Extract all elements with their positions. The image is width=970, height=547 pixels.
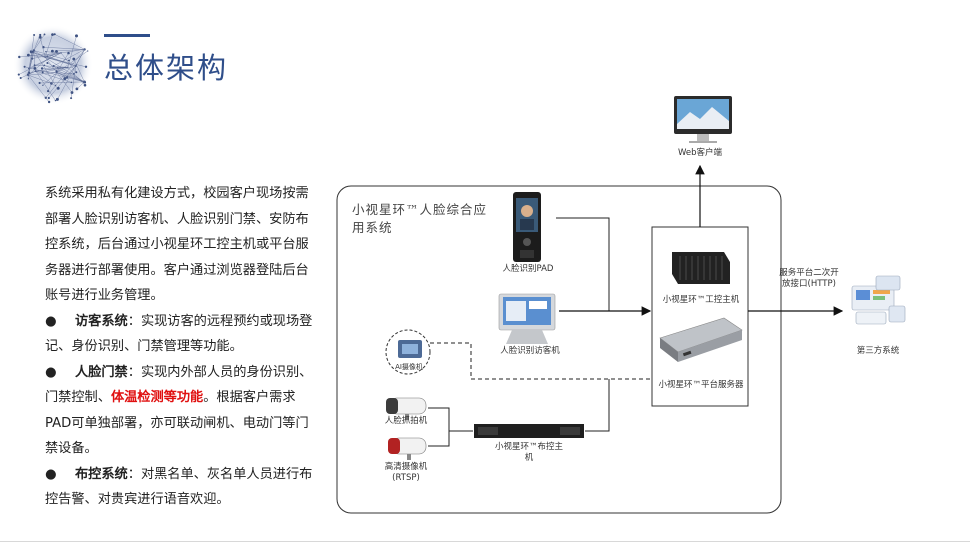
system-boundary — [336, 185, 782, 514]
visitor-machine-label: 人脸识别访客机 — [500, 346, 560, 356]
platform-server-icon — [659, 317, 743, 362]
bullet-dot: ● — [45, 364, 57, 380]
ai-box-connector — [430, 342, 652, 380]
bottom-divider — [0, 541, 970, 542]
face-camera-label: 人脸抓拍机 — [384, 416, 428, 426]
ai-camera-box-icon — [385, 329, 431, 375]
intro-paragraph: 系统采用私有化建设方式，校园客户现场按需部署人脸识别访客机、人脸识别门禁、安防布… — [45, 186, 309, 303]
bullet-surveillance: ● 布控系统：对黑名单、灰名单人员进行布控告警、对贵宾进行语音欢迎。 — [45, 462, 317, 513]
page-title: 总体架构 — [104, 51, 229, 85]
third-party-label: 第三方系统 — [856, 346, 900, 356]
bullet-visitor-text: 实现访客的远程预约或现场登记、身份识别、门禁管理等功能。 — [45, 313, 313, 355]
hd-camera-label: 高清摄像机 — [384, 462, 428, 472]
ai-box-label: AI摄像机 — [395, 363, 423, 371]
bullet-surveillance-text: 对黑名单、灰名单人员进行布控告警、对贵宾进行语音欢迎。 — [45, 466, 313, 508]
interface-label: 服务平台二次开放接口(HTTP) — [779, 268, 839, 289]
bullet-visitor-sep: ： — [127, 313, 141, 329]
bullet-dot: ● — [45, 466, 57, 482]
visitor-kiosk-device-icon — [498, 293, 556, 344]
deploy-host-connector — [585, 379, 610, 432]
bullet-visitor-head: 访客系统 — [75, 313, 128, 329]
bullet-visitor: ● 访客系统：实现访客的远程预约或现场登记、身份识别、门禁管理等功能。 — [45, 309, 317, 360]
bullet-access-text-after: 。根据客户需求PAD可单独部署，亦可联动闸机、电动门等门禁设备。 — [45, 390, 309, 456]
title-accent-bar — [104, 34, 150, 37]
bullet-access-head: 人脸门禁 — [75, 364, 128, 380]
industrial-host-icon — [672, 252, 730, 284]
face-pad-device-icon — [513, 192, 541, 262]
deploy-host-label: 小视星环™布控主机 — [494, 442, 563, 463]
bullet-surveillance-sep: ： — [127, 466, 141, 482]
bullet-dot: ● — [45, 313, 57, 329]
face-pad-label: 人脸识别PAD — [502, 264, 554, 274]
industrial-host-label: 小视星环™工控主机 — [662, 295, 740, 305]
bullet-access-text: 实现内外部人员的身份识别、门禁控制、 — [45, 364, 313, 406]
bullet-access-highlight: 体温检测等功能 — [110, 390, 204, 405]
description-text: 系统采用私有化建设方式，校园客户现场按需部署人脸识别访客机、人脸识别门禁、安防布… — [45, 181, 317, 513]
platform-server-label: 小视星环™平台服务器 — [658, 380, 744, 390]
bullet-access: ● 人脸门禁：实现内外部人员的身份识别、门禁控制、体温检测等功能。根据客户需求PA… — [45, 360, 317, 462]
third-party-system-icon — [851, 275, 906, 325]
hd-camera-icon — [388, 437, 427, 460]
camera-hd-connector — [428, 431, 450, 447]
pad-connector — [556, 217, 610, 311]
logo-globe-icon — [13, 25, 93, 105]
deploy-host-rack-icon — [474, 424, 584, 438]
bullet-surveillance-head: 布控系统 — [75, 466, 128, 482]
web-client-monitor-icon — [674, 96, 732, 143]
system-title: 小视星环™人脸综合应用系统 — [352, 202, 488, 235]
hd-camera-sublabel: (RTSP) — [392, 473, 420, 483]
camera-face-connector — [428, 407, 473, 432]
web-client-label: Web客户端 — [677, 148, 723, 158]
face-camera-icon — [386, 397, 427, 420]
bullet-access-sep: ： — [127, 364, 141, 380]
